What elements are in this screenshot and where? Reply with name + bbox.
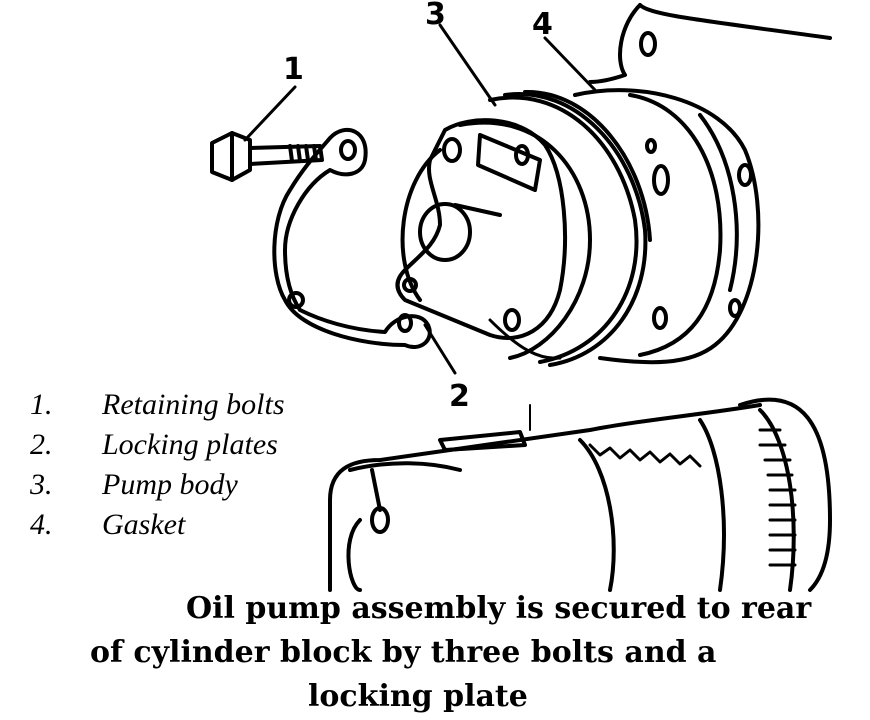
legend-item: 3. Pump body xyxy=(30,468,238,502)
legend-label: Retaining bolts xyxy=(102,388,285,421)
leader-lines xyxy=(243,23,597,375)
retaining-bolt xyxy=(210,131,324,182)
legend-label: Gasket xyxy=(102,508,186,541)
legend-label: Pump body xyxy=(102,468,238,501)
legend-number: 3. xyxy=(30,468,53,501)
caption-line-2: of cylinder block by three bolts and a xyxy=(90,635,717,670)
callout-3: 3 xyxy=(425,0,446,32)
callout-2: 2 xyxy=(449,379,470,414)
legend-item: 1. Retaining bolts xyxy=(30,388,285,422)
cylinder-block-flange xyxy=(588,3,832,84)
gasket-outline xyxy=(272,127,432,349)
callout-4: 4 xyxy=(532,7,553,42)
pump-body xyxy=(400,89,652,367)
legend-item: 2. Locking plates xyxy=(30,428,278,462)
caption-line-1: Oil pump assembly is secured to rear xyxy=(186,591,812,626)
gasket-housing xyxy=(573,88,761,365)
caption-line-3: locking plate xyxy=(308,679,528,714)
legend-number: 1. xyxy=(30,388,53,421)
legend-number: 2. xyxy=(30,428,53,461)
crankshaft-gear-section xyxy=(328,318,832,592)
legend-item: 4. Gasket xyxy=(30,508,185,542)
callout-1: 1 xyxy=(283,52,304,87)
pump-cover-plate xyxy=(395,118,567,340)
legend-label: Locking plates xyxy=(102,428,278,461)
legend-number: 4. xyxy=(30,508,53,541)
